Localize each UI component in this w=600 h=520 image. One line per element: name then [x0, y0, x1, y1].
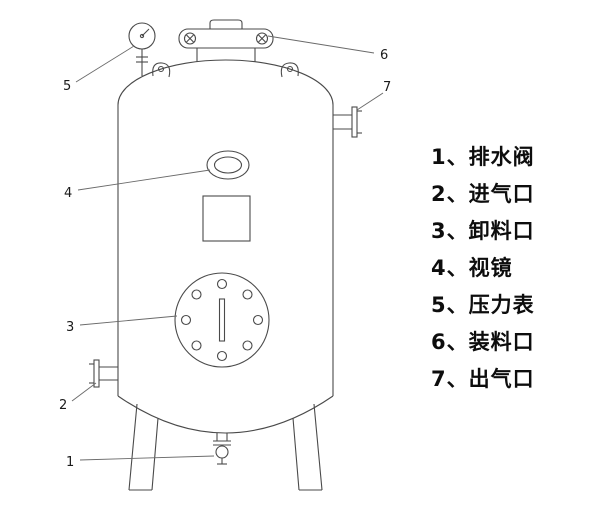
- legend-item-pressure-gauge: 5、压力表: [431, 293, 535, 317]
- callout-6: 6: [380, 48, 388, 63]
- callout-1: 1: [66, 455, 74, 470]
- leader-line-7: [356, 92, 384, 111]
- lifting-lug-left: [152, 62, 171, 78]
- outlet-nozzle: [333, 106, 362, 138]
- leader-line-3: [79, 315, 178, 326]
- legend-item-sight-glass: 4、视镜: [431, 256, 513, 280]
- leader-line-2: [71, 382, 97, 402]
- callout-5: 5: [63, 79, 71, 94]
- legend-item-loading-port: 6、装料口: [431, 330, 535, 354]
- leader-line-1: [79, 455, 215, 461]
- legend-item-discharge-port: 3、卸料口: [431, 219, 535, 243]
- legend-item-air-inlet: 2、进气口: [431, 182, 535, 206]
- legend-item-drain-valve: 1、排水阀: [431, 145, 535, 169]
- lifting-lug-right: [280, 62, 299, 78]
- manhole-handle: [209, 19, 243, 29]
- inlet-nozzle: [89, 359, 118, 388]
- leader-line-6: [267, 35, 375, 54]
- callout-numbers: 5 6 7 4 3 2 1: [59, 48, 391, 470]
- support-leg-left: [128, 403, 159, 491]
- bottom-dome: [117, 395, 334, 434]
- legend: 1、排水阀 2、进气口 3、卸料口 4、视镜 5、压力表 6、装料口 7、出气口: [431, 139, 535, 398]
- nameplate: [202, 195, 251, 242]
- callout-7: 7: [383, 80, 391, 95]
- callout-2: 2: [59, 398, 67, 413]
- callout-4: 4: [64, 186, 72, 201]
- tank-shell: [117, 59, 334, 434]
- legend-item-air-outlet: 7、出气口: [431, 367, 535, 391]
- discharge-port: [174, 272, 270, 368]
- drain-valve: [213, 433, 231, 465]
- support-leg-right: [292, 403, 323, 491]
- sight-glass: [206, 150, 250, 180]
- top-dome: [117, 59, 334, 106]
- loading-port: [178, 19, 274, 62]
- callout-3: 3: [66, 320, 74, 335]
- pressure-gauge: [128, 22, 156, 76]
- leader-lines: [71, 35, 384, 461]
- leader-line-4: [77, 169, 211, 191]
- leader-line-5: [75, 45, 135, 83]
